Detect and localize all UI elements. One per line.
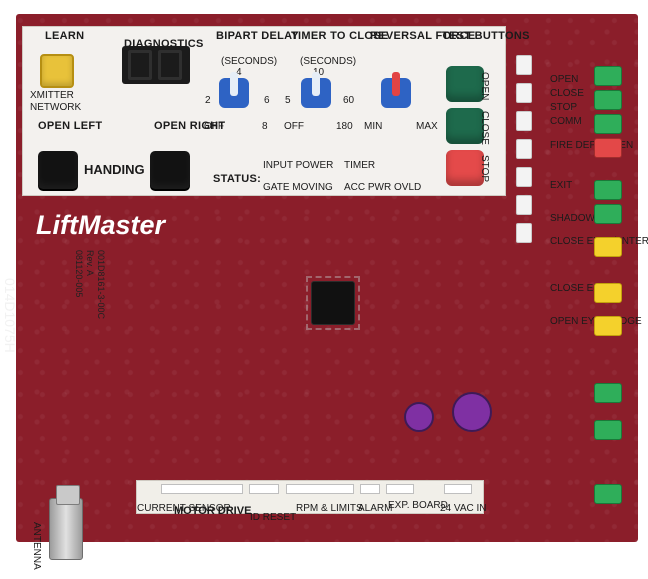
dial-pointer-icon [392,72,400,96]
serial-sticker: 001D8161-3-00C Rev. A 081120-005 [73,250,106,319]
alarm-header [360,484,380,494]
timer-tick-180: 180 [336,121,353,132]
bipart-tick-8: 8 [262,121,268,132]
force-min-label: MIN [364,121,383,132]
test-close-label: CLOSE [479,111,490,145]
terminal-green-1[interactable] [594,66,622,86]
rpm-limits-label: RPM & LIMITS [296,503,363,514]
timer-to-close-dial[interactable] [292,70,340,118]
diagnostic-display [122,46,190,84]
test-open-button[interactable] [446,66,484,102]
timer-tick-off: OFF [284,121,304,132]
status-input-power: INPUT POWER [263,160,334,171]
id-reset-header [249,484,279,494]
digit-1 [128,50,152,80]
reversal-force-label: REVERSAL FORCE [370,30,476,42]
brand-logo: LiftMaster [36,210,166,240]
status-gate-moving: GATE MOVING [263,182,333,193]
xmitter-label: XMITTER [30,90,74,101]
terminal-yellow-1[interactable] [594,237,622,257]
bipart-tick-6: 6 [264,95,270,106]
sticker-line-2: Rev. A [85,250,95,276]
io-shadow-label: SHADOW [550,213,595,224]
bipart-tick-off: OFF [204,121,224,132]
bipart-delay-label: BIPART DELAY [216,30,300,42]
open-left-label: OPEN LEFT [38,120,103,132]
component-white-3 [516,111,532,131]
alarm-label: ALARM [358,503,393,514]
terminal-green-8[interactable] [594,484,622,504]
io-stop-label: STOP [550,102,578,113]
test-open-label: OPEN [479,72,490,101]
component-white-6 [516,195,532,215]
terminal-yellow-3[interactable] [594,316,622,336]
reversal-force-dial[interactable] [372,70,420,118]
force-max-label: MAX [416,121,438,132]
capacitor-1 [404,402,434,432]
terminal-red-1[interactable] [594,138,622,158]
status-timer: TIMER [344,160,376,171]
bipart-tick-2: 2 [205,95,211,106]
status-acc-pwr-ovld: ACC PWR OVLD [344,182,422,193]
io-fire-dept-label: FIRE DEPT OPEN [550,140,634,151]
bipart-seconds-label: (SECONDS) [221,56,278,67]
terminal-green-7[interactable] [594,420,622,440]
digit-2 [158,50,182,80]
vac-in-label: 24 VAC IN [440,503,487,514]
exp-board-header [386,484,414,494]
io-comm-label: COMM [550,116,582,127]
sticker-line-3: 081120-005 [74,250,84,298]
rpm-limits-header [286,484,354,494]
status-label: STATUS: [213,173,262,185]
main-processor-chip [306,276,360,330]
component-white-1 [516,55,532,75]
dial-pointer-icon [230,72,238,96]
io-exit-label: EXIT [550,180,573,191]
sticker-line-1: 001D8161-3-00C [96,250,106,320]
learn-button[interactable] [40,54,74,88]
timer-to-close-label: TIMER TO CLOSE [291,30,389,42]
open-right-label: OPEN RIGHT [154,120,226,132]
io-open-label: OPEN [550,74,579,85]
terminal-green-6[interactable] [594,383,622,403]
current-sensor-label: CURRENT SENSOR [137,503,231,514]
vac-in-header [444,484,472,494]
test-stop-label: STOP [479,155,490,183]
timer-tick-60: 60 [343,95,355,106]
motor-drive-header [161,484,243,494]
timer-tick-5: 5 [285,95,291,106]
component-white-7 [516,223,532,243]
terminal-green-4[interactable] [594,180,622,200]
terminal-green-3[interactable] [594,114,622,134]
bipart-tick-4: 4 [236,67,242,78]
dial-pointer-icon [312,72,320,96]
motor-drive-label: MOTOR DRIVE [174,505,252,517]
exp-board-label: EXP. BOARD [388,500,448,511]
bipart-delay-dial[interactable] [210,70,258,118]
terminal-yellow-2[interactable] [594,283,622,303]
test-stop-button[interactable] [446,150,484,186]
network-label: NETWORK [30,102,82,113]
id-reset-label: ID RESET [250,512,297,523]
board-side-code: 014D1075H [2,278,18,353]
control-panel [22,26,506,196]
io-close-label: CLOSE [550,88,584,99]
io-close-edge-label: CLOSE EDGE [550,283,616,294]
antenna-connector[interactable] [49,485,83,560]
learn-label: LEARN [45,30,85,42]
component-white-2 [516,83,532,103]
component-white-5 [516,167,532,187]
test-buttons-label: TEST BUTTONS [442,30,530,42]
open-left-button[interactable] [38,151,78,189]
component-white-4 [516,139,532,159]
terminal-green-5[interactable] [594,204,622,224]
test-close-button[interactable] [446,108,484,144]
antenna-label: ANTENNA [31,522,42,570]
terminal-green-2[interactable] [594,90,622,110]
handing-label: HANDING [84,162,145,177]
capacitor-2 [452,392,492,432]
open-right-button[interactable] [150,151,190,189]
timer-seconds-label: (SECONDS) [300,56,357,67]
